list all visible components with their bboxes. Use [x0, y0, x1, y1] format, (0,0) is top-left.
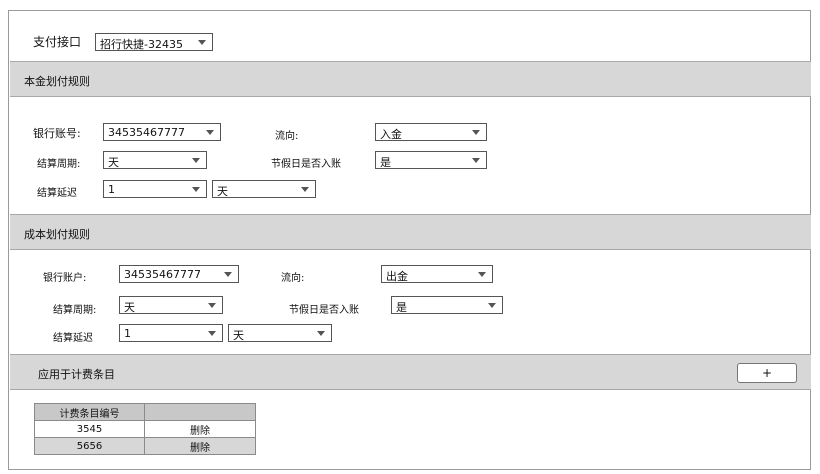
cost-period-label: 结算周期:: [53, 305, 97, 316]
principal-rules-header: 本金划付规则: [10, 61, 811, 97]
cost-delay-number-select[interactable]: 1: [119, 324, 223, 342]
chevron-down-icon: [198, 40, 206, 45]
principal-delay-number-value: 1: [108, 183, 115, 196]
principal-period-select[interactable]: 天: [103, 151, 207, 169]
cost-delay-unit-select[interactable]: 天: [228, 324, 332, 342]
cost-period-select[interactable]: 天: [119, 296, 223, 314]
chevron-down-icon: [472, 130, 480, 135]
chevron-down-icon: [224, 272, 232, 277]
cost-bank-label: 银行账户:: [43, 273, 87, 284]
chevron-down-icon: [208, 303, 216, 308]
principal-bank-select[interactable]: 34535467777: [103, 123, 221, 141]
add-billing-item-button[interactable]: +: [737, 363, 797, 383]
principal-bank-label: 银行账号:: [33, 127, 81, 140]
principal-delay-number-select[interactable]: 1: [103, 180, 207, 198]
principal-delay-label: 结算延迟: [37, 188, 77, 199]
chevron-down-icon: [208, 331, 216, 336]
cost-flow-value: 出金: [386, 270, 408, 283]
billing-items-table: 计费条目编号 3545 删除 5656 删除: [34, 403, 256, 455]
principal-holiday-label: 节假日是否入账: [271, 159, 341, 170]
principal-period-label: 结算周期:: [37, 159, 81, 170]
cost-flow-select[interactable]: 出金: [381, 265, 493, 283]
cost-flow-label: 流向:: [281, 273, 305, 284]
cost-delay-unit-value: 天: [233, 329, 244, 342]
billing-items-title: 应用于计费条目: [38, 368, 115, 381]
billing-id-cell: 5656: [34, 437, 145, 455]
cost-rules-header: 成本划付规则: [10, 214, 811, 250]
principal-flow-value: 入金: [380, 128, 402, 141]
principal-holiday-value: 是: [380, 156, 391, 169]
payment-interface-label: 支付接口: [33, 35, 82, 49]
cost-rules-title: 成本划付规则: [24, 228, 90, 241]
chevron-down-icon: [206, 130, 214, 135]
billing-id-cell: 3545: [34, 420, 145, 438]
cost-bank-value: 34535467777: [124, 268, 201, 281]
table-row: 3545 删除: [34, 420, 256, 438]
delete-link[interactable]: 删除: [144, 420, 256, 438]
delete-link[interactable]: 删除: [144, 437, 256, 455]
column-header-billing-id: 计费条目编号: [34, 403, 145, 421]
column-header-action: [144, 403, 256, 421]
principal-rules-title: 本金划付规则: [24, 75, 90, 88]
settlement-panel: 支付接口 招行快捷-32435 本金划付规则 银行账号: 34535467777…: [8, 10, 811, 470]
principal-delay-unit-select[interactable]: 天: [212, 180, 316, 198]
chevron-down-icon: [192, 158, 200, 163]
cost-delay-number-value: 1: [124, 327, 131, 340]
principal-holiday-select[interactable]: 是: [375, 151, 487, 169]
payment-interface-select[interactable]: 招行快捷-32435: [95, 33, 213, 51]
table-row: 5656 删除: [34, 437, 256, 455]
chevron-down-icon: [472, 158, 480, 163]
cost-period-value: 天: [124, 301, 135, 314]
billing-items-header: 应用于计费条目 +: [10, 354, 811, 390]
chevron-down-icon: [478, 272, 486, 277]
cost-holiday-select[interactable]: 是: [391, 296, 503, 314]
principal-flow-select[interactable]: 入金: [375, 123, 487, 141]
payment-interface-value: 招行快捷-32435: [100, 38, 183, 51]
chevron-down-icon: [488, 303, 496, 308]
principal-bank-value: 34535467777: [108, 126, 185, 139]
chevron-down-icon: [301, 187, 309, 192]
cost-delay-label: 结算延迟: [53, 333, 93, 344]
chevron-down-icon: [192, 187, 200, 192]
cost-bank-select[interactable]: 34535467777: [119, 265, 239, 283]
principal-delay-unit-value: 天: [217, 185, 228, 198]
chevron-down-icon: [317, 331, 325, 336]
cost-holiday-label: 节假日是否入账: [289, 305, 359, 316]
principal-period-value: 天: [108, 156, 119, 169]
cost-holiday-value: 是: [396, 301, 407, 314]
principal-flow-label: 流向:: [275, 131, 299, 142]
